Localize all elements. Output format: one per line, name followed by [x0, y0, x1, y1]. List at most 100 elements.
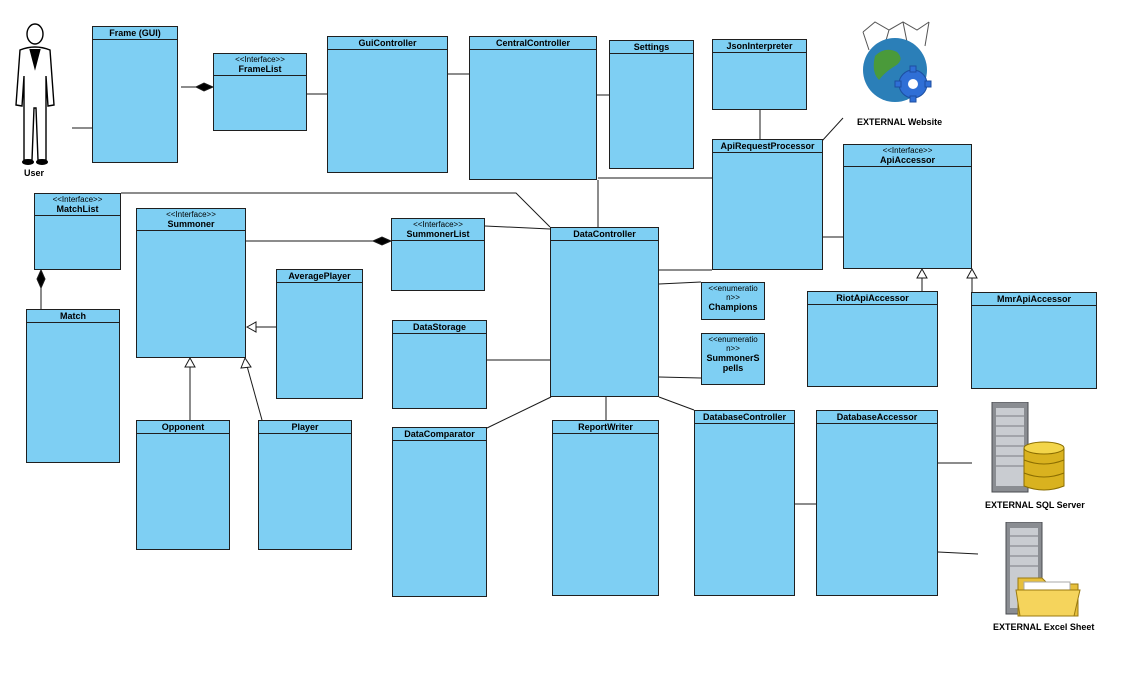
class-header: CentralController [470, 37, 596, 50]
class-name: DataComparator [404, 429, 475, 439]
class-name: DataController [573, 229, 636, 239]
class-frame-gui[interactable]: Frame (GUI) [92, 26, 178, 163]
class-opponent[interactable]: Opponent [136, 420, 230, 550]
class-data-comparator[interactable]: DataComparator [392, 427, 487, 597]
inheritance-triangle [916, 267, 928, 279]
class-central-controller[interactable]: CentralController [469, 36, 597, 180]
class-header: <<Interface>> MatchList [35, 194, 120, 216]
class-name: DataStorage [412, 322, 466, 332]
class-name: ReportWriter [578, 422, 633, 432]
class-match-list[interactable]: <<Interface>> MatchList [34, 193, 121, 270]
class-header: GuiController [328, 37, 447, 50]
class-name: Player [291, 422, 319, 432]
class-name-line1: SummonerS [706, 353, 760, 363]
class-database-accessor[interactable]: DatabaseAccessor [816, 410, 938, 596]
class-header: Frame (GUI) [93, 27, 177, 40]
class-name: ApiRequestProcessor [720, 141, 815, 151]
class-header: DatabaseAccessor [817, 411, 937, 424]
connector-player-summoner [246, 365, 263, 421]
connector-datacontroller-dbcontroller [658, 396, 695, 411]
class-name: MmrApiAccessor [996, 294, 1072, 304]
class-report-writer[interactable]: ReportWriter [552, 420, 659, 596]
connector-datacontroller-spells [658, 376, 702, 379]
class-header: ReportWriter [553, 421, 658, 434]
class-header: DatabaseController [695, 411, 794, 424]
class-mmr-api-accessor[interactable]: MmrApiAccessor [971, 292, 1097, 389]
class-stereotype: <<Interface>> [413, 220, 463, 229]
class-name: DatabaseAccessor [836, 412, 918, 422]
class-header: Player [259, 421, 351, 434]
connector-datacontroller-comparator [486, 396, 552, 429]
composition-diamond [371, 236, 393, 246]
class-stereotype-line2: n>> [726, 293, 740, 302]
class-header: RiotApiAccessor [808, 292, 937, 305]
class-name: ApiAccessor [879, 155, 936, 165]
connector-matchlist-datacontroller [121, 192, 551, 228]
class-summoner[interactable]: <<Interface>> Summoner [136, 208, 246, 358]
class-header: AveragePlayer [277, 270, 362, 283]
connector-summonerlist-datacontroller [484, 225, 551, 230]
class-stereotype: <<Interface>> [52, 195, 103, 204]
class-json-interpreter[interactable]: JsonInterpreter [712, 39, 807, 110]
class-average-player[interactable]: AveragePlayer [276, 269, 363, 399]
class-stereotype: <<Interface>> [235, 55, 285, 64]
globe-gear-icon [862, 21, 932, 103]
connector-api-website [821, 117, 844, 142]
class-stereotype: <<Interface>> [166, 210, 216, 219]
class-header: <<Interface>> SummonerList [392, 219, 484, 241]
inheritance-triangle [245, 321, 257, 333]
folder-server-icon [1005, 522, 1081, 617]
composition-diamond [194, 82, 215, 92]
class-name: Summoner [167, 219, 215, 229]
class-header: Opponent [137, 421, 229, 434]
class-api-accessor[interactable]: <<Interface>> ApiAccessor [843, 144, 972, 269]
class-data-controller[interactable]: DataController [550, 227, 659, 397]
class-header: <<Interface>> ApiAccessor [844, 145, 971, 167]
class-name: AveragePlayer [288, 271, 351, 281]
class-name: Champions [708, 302, 758, 312]
class-name: Frame (GUI) [109, 28, 161, 38]
class-name: CentralController [495, 38, 570, 48]
class-name: Match [59, 311, 86, 321]
class-header: DataComparator [393, 428, 486, 441]
external-website-label: EXTERNAL Website [857, 117, 943, 127]
class-match[interactable]: Match [26, 309, 120, 463]
class-name: GuiController [358, 38, 417, 48]
class-frame-list[interactable]: <<Interface>> FrameList [213, 53, 307, 131]
class-riot-api-accessor[interactable]: RiotApiAccessor [807, 291, 938, 387]
class-name: Opponent [161, 422, 205, 432]
class-data-storage[interactable]: DataStorage [392, 320, 487, 409]
class-name-line2: pells [722, 363, 744, 373]
class-stereotype-line1: <<enumeratio [708, 335, 758, 344]
class-header: Settings [610, 41, 693, 54]
class-header: ApiRequestProcessor [713, 140, 822, 153]
class-gui-controller[interactable]: GuiController [327, 36, 448, 173]
class-stereotype-line2: n>> [726, 344, 740, 353]
class-header: <<Interface>> Summoner [137, 209, 245, 231]
class-database-controller[interactable]: DatabaseController [694, 410, 795, 596]
inheritance-triangle [184, 356, 196, 368]
class-name: Settings [633, 42, 670, 52]
composition-diamond [36, 268, 46, 290]
class-header: <<Interface>> FrameList [214, 54, 306, 76]
class-header: <<enumeratio n>> SummonerS pells [702, 334, 764, 374]
enum-summoner-spells[interactable]: <<enumeratio n>> SummonerS pells [701, 333, 765, 385]
class-name: JsonInterpreter [726, 41, 793, 51]
class-header: <<enumeratio n>> Champions [702, 283, 764, 313]
connector-dbaccessor-excel [937, 551, 979, 555]
class-name: RiotApiAccessor [836, 293, 909, 303]
class-summoner-list[interactable]: <<Interface>> SummonerList [391, 218, 485, 291]
class-player[interactable]: Player [258, 420, 352, 550]
class-name: DatabaseController [702, 412, 787, 422]
class-header: JsonInterpreter [713, 40, 806, 53]
class-settings[interactable]: Settings [609, 40, 694, 169]
inheritance-triangle [240, 356, 252, 369]
external-sql-server-label: EXTERNAL SQL Server [985, 500, 1085, 510]
enum-champions[interactable]: <<enumeratio n>> Champions [701, 282, 765, 320]
class-header: DataController [551, 228, 658, 241]
class-api-request-processor[interactable]: ApiRequestProcessor [712, 139, 823, 270]
database-server-icon [991, 402, 1065, 493]
class-name: SummonerList [406, 229, 470, 239]
class-header: Match [27, 310, 119, 323]
